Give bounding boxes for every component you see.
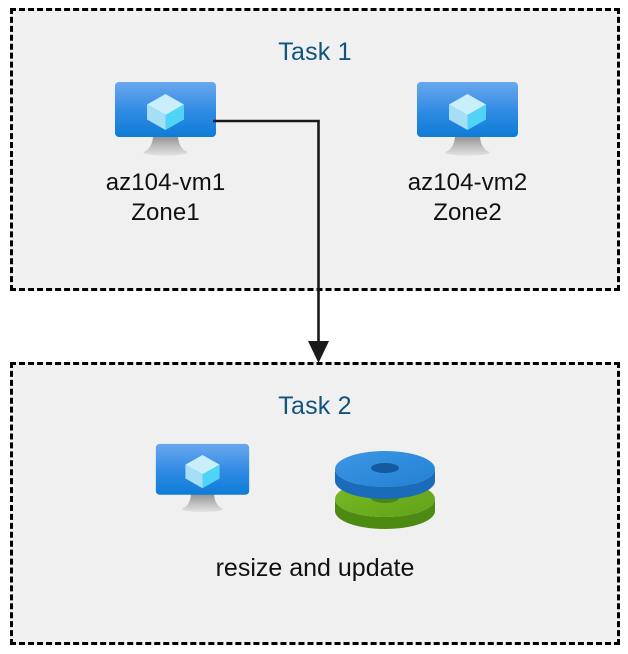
virtual-machine-icon bbox=[115, 82, 216, 156]
virtual-machine-icon bbox=[155, 443, 250, 512]
task-1-title: Task 1 bbox=[278, 38, 352, 66]
arrowhead-icon bbox=[308, 341, 329, 363]
managed-disks-icon bbox=[335, 451, 435, 529]
task-2-caption: resize and update bbox=[215, 554, 415, 582]
node-label-az104-vm2: az104-vm2 Zone2 bbox=[407, 169, 528, 226]
task-2-title: Task 2 bbox=[278, 392, 352, 420]
node-managed-disks[interactable] bbox=[330, 443, 440, 533]
virtual-machine-icon bbox=[417, 82, 518, 156]
task-2-container: Task 2 bbox=[10, 362, 620, 645]
node-label-az104-vm1: az104-vm1 Zone1 bbox=[105, 169, 226, 226]
node-az104-vm2[interactable]: az104-vm2 Zone2 bbox=[330, 80, 605, 228]
node-az104-vm1[interactable]: az104-vm1 Zone1 bbox=[28, 80, 303, 228]
node-task2-vm[interactable] bbox=[115, 440, 290, 526]
